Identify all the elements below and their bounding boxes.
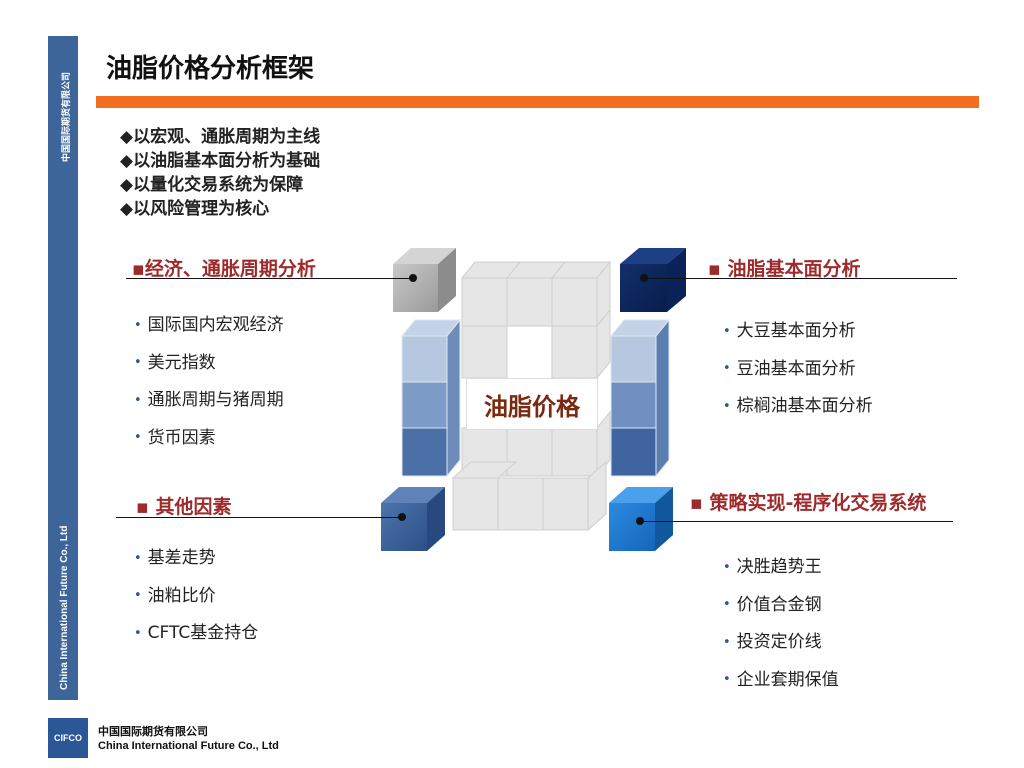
title-rule — [96, 96, 979, 108]
list-item: • 油粕比价 — [134, 581, 258, 619]
bullet-marker: • — [723, 323, 731, 339]
key-point: ◆以油脂基本面分析为基础 — [120, 151, 321, 171]
section-title-macro: ▪经济、通胀周期分析 — [132, 258, 316, 280]
footer-company-en: China International Future Co., Ltd — [98, 740, 279, 752]
list-fundamental: • 大豆基本面分析 • 豆油基本面分析 • 棕榈油基本面分析 — [723, 316, 873, 429]
list-item-text: 货币因素 — [147, 427, 216, 448]
list-item: • 企业套期保值 — [723, 665, 839, 703]
list-item: • 价值合金钢 — [723, 590, 839, 628]
grey-cube — [393, 248, 456, 312]
section-title-strategy: ▪ 策略实现-程序化交易系统 — [690, 492, 927, 514]
list-item-text: 企业套期保值 — [736, 669, 839, 690]
list-strategy: • 决胜趋势王 • 价值合金钢 • 投资定价线 • 企业套期保值 — [723, 552, 839, 702]
page-title: 油脂价格分析框架 — [106, 54, 315, 84]
center-label: 油脂价格 — [466, 378, 598, 430]
bullet-marker: • — [134, 317, 142, 333]
connector-dot-fundamental — [640, 274, 648, 282]
cifco-logo: CIFCO — [48, 718, 88, 758]
list-item-text: 基差走势 — [147, 548, 216, 568]
bullet-marker: • — [723, 361, 731, 376]
list-item: • CFTC基金持仓 — [134, 618, 258, 656]
list-macro: • 国际国内宏观经济 • 美元指数 • 通胀周期与猪周期 • 货币因素 — [134, 310, 284, 460]
list-item: • 国际国内宏观经济 — [134, 310, 284, 348]
list-item-text: 通胀周期与猪周期 — [147, 390, 284, 410]
key-point: ◆以宏观、通胀周期为主线 — [120, 127, 321, 147]
list-item-text: 棕榈油基本面分析 — [736, 396, 873, 416]
section-title-fundamental: ▪ 油脂基本面分析 — [708, 258, 861, 280]
bullet-marker: • — [134, 625, 142, 641]
footer-company-cn: 中国国际期货有限公司 — [98, 725, 208, 738]
list-item-text: 价值合金钢 — [736, 594, 822, 615]
connector-line-macro — [126, 278, 416, 279]
connector-line-fundamental — [644, 278, 957, 279]
list-item: • 通胀周期与猪周期 — [134, 385, 284, 423]
bullet-marker: • — [723, 559, 731, 575]
connector-dot-macro — [409, 274, 417, 282]
bullet-marker: • — [134, 550, 142, 566]
navy-cube — [620, 248, 686, 312]
connector-line-other — [116, 517, 406, 518]
bullet-marker: • — [134, 430, 142, 445]
sidebar-company-cn: 中国国际期货有限公司 — [61, 71, 71, 162]
sidebar-company-en: China International Future Co., Ltd — [59, 525, 70, 690]
list-item: • 投资定价线 — [723, 627, 839, 665]
bullet-marker: • — [723, 597, 731, 612]
bullet-marker: • — [134, 355, 142, 370]
section-title-other: ▪ 其他因素 — [136, 496, 232, 518]
list-item-text: CFTC基金持仓 — [147, 623, 259, 643]
list-item: • 美元指数 — [134, 348, 284, 386]
bullet-marker: • — [723, 672, 731, 687]
list-item: • 货币因素 — [134, 423, 284, 461]
list-item-text: 大豆基本面分析 — [736, 321, 856, 341]
list-item-text: 决胜趋势王 — [736, 557, 822, 577]
bullet-marker: • — [723, 398, 731, 414]
list-item-text: 国际国内宏观经济 — [147, 315, 284, 335]
bullet-marker: • — [134, 588, 142, 603]
key-points: ◆以宏观、通胀周期为主线 ◆以油脂基本面分析为基础 ◆以量化交易系统为保障 ◆以… — [120, 125, 320, 221]
list-item: • 豆油基本面分析 — [723, 354, 873, 392]
side-bar — [48, 36, 78, 700]
bullet-marker: • — [723, 634, 731, 650]
list-item: • 棕榈油基本面分析 — [723, 391, 873, 429]
list-item: • 基差走势 — [134, 543, 258, 581]
left-cube-column — [400, 318, 462, 478]
list-item-text: 投资定价线 — [736, 632, 822, 652]
list-other: • 基差走势 • 油粕比价 • CFTC基金持仓 — [134, 543, 258, 656]
list-item-text: 油粕比价 — [147, 585, 216, 606]
right-cube-column — [609, 318, 671, 478]
connector-dot-strategy — [636, 517, 644, 525]
list-item: • 决胜趋势王 — [723, 552, 839, 590]
bullet-marker: • — [134, 392, 142, 408]
list-item-text: 豆油基本面分析 — [736, 358, 856, 379]
key-point: ◆以量化交易系统为保障 — [120, 175, 304, 195]
list-item-text: 美元指数 — [147, 352, 216, 373]
connector-line-strategy — [642, 521, 953, 522]
steel-blue-cube — [381, 487, 445, 551]
list-item: • 大豆基本面分析 — [723, 316, 873, 354]
connector-dot-other — [398, 513, 406, 521]
key-point: ◆以风险管理为核心 — [120, 199, 270, 219]
